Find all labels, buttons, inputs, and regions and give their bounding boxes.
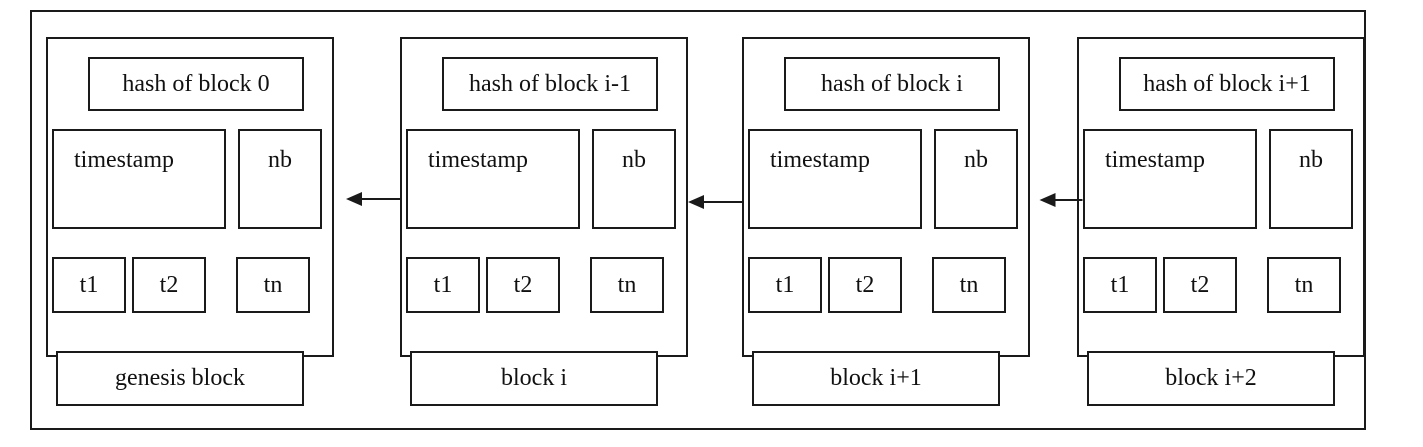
link-arrow-icon [1039,193,1083,207]
transaction-tn: tn [1267,257,1341,313]
hash-field: hash of block 0 [88,57,304,111]
transaction-t1: t1 [748,257,822,313]
transaction-tn: tn [932,257,1006,313]
timestamp-label: timestamp [1105,147,1205,173]
nb-label: nb [1299,147,1323,173]
block-label: block i+2 [1087,351,1335,406]
transaction-t2: t2 [486,257,560,313]
hash-field: hash of block i+1 [1119,57,1335,111]
transaction-t1: t1 [406,257,480,313]
nb-field: nb [1269,129,1353,229]
transaction-tn: tn [590,257,664,313]
transaction-t2: t2 [828,257,902,313]
timestamp-field: timestamp [1083,129,1257,229]
block-1: hash of block i-1 timestamp nb t1 t2 tn … [400,37,688,406]
transaction-tn: tn [236,257,310,313]
block-2: hash of block i timestamp nb t1 t2 tn bl… [742,37,1030,406]
timestamp-field: timestamp [52,129,226,229]
timestamp-label: timestamp [74,147,174,173]
timestamp-field: timestamp [748,129,922,229]
transaction-t1: t1 [1083,257,1157,313]
nb-label: nb [622,147,646,173]
nb-label: nb [964,147,988,173]
hash-field: hash of block i [784,57,1000,111]
timestamp-label: timestamp [770,147,870,173]
block-3: hash of block i+1 timestamp nb t1 t2 tn … [1077,37,1365,406]
block-label: block i+1 [752,351,1000,406]
diagram-frame [30,10,1366,430]
nb-field: nb [934,129,1018,229]
block-label: block i [410,351,658,406]
transaction-t2: t2 [1163,257,1237,313]
block-0: hash of block 0 timestamp nb t1 t2 tn ge… [46,37,334,406]
nb-label: nb [268,147,292,173]
transaction-t2: t2 [132,257,206,313]
block-label: genesis block [56,351,304,406]
nb-field: nb [592,129,676,229]
transaction-t1: t1 [52,257,126,313]
link-arrow-icon [688,195,742,209]
timestamp-field: timestamp [406,129,580,229]
hash-field: hash of block i-1 [442,57,658,111]
link-arrow-icon [346,192,400,206]
timestamp-label: timestamp [428,147,528,173]
nb-field: nb [238,129,322,229]
